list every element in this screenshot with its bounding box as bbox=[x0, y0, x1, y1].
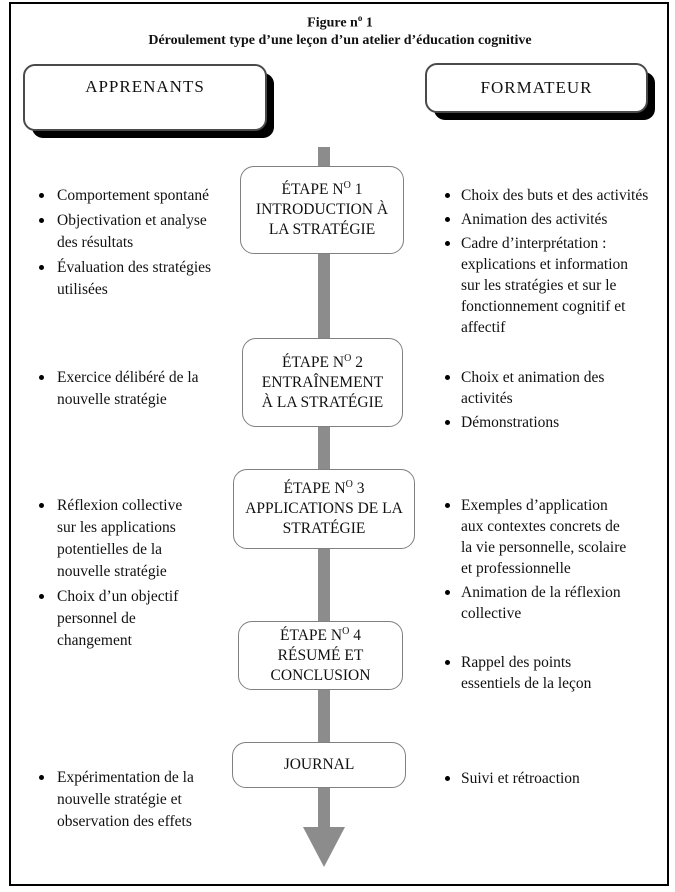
bullet-item: Objectivation et analyse des résultats bbox=[38, 210, 243, 254]
step-4-line3: CONCLUSION bbox=[270, 666, 371, 684]
figure-title: Figure no 1 Déroulement type d’une leçon… bbox=[9, 10, 671, 49]
formateur-step3-list: Exemples d’application aux contextes con… bbox=[444, 495, 662, 624]
step-1-title-text: ÉTAPE N bbox=[281, 181, 344, 198]
step-4-title: ÉTAPE NO 4 bbox=[239, 626, 402, 646]
header-label-formateur: FORMATEUR bbox=[480, 78, 593, 97]
bullet-item: Cadre d’interprétation : explications et… bbox=[444, 233, 662, 338]
bullet-item: Choix des buts et des activités bbox=[444, 185, 662, 206]
step-1-line2: INTRODUCTION À bbox=[255, 201, 389, 218]
formateur-step4-list: Rappel des points essentiels de la leçon bbox=[444, 652, 662, 694]
step-box-journal: JOURNAL bbox=[232, 742, 406, 788]
figure-title-line2: Déroulement type d’une leçon d’un atelie… bbox=[148, 32, 532, 48]
figure-number-superscript: o bbox=[357, 13, 363, 23]
step-3-title-text: ÉTAPE N bbox=[283, 480, 346, 497]
step-1-title-superscript: O bbox=[343, 179, 351, 191]
step-3-title-superscript: O bbox=[345, 478, 353, 490]
figure-border bbox=[9, 2, 669, 886]
step-box-3: ÉTAPE NO 3 APPLICATIONS DE LA STRATÉGIE bbox=[233, 469, 415, 549]
apprenants-step2-list: Exercice délibéré de la nouvelle stratég… bbox=[38, 367, 243, 411]
step-3-title: ÉTAPE NO 3 bbox=[234, 479, 414, 499]
journal-label: JOURNAL bbox=[283, 756, 355, 773]
step-box-2: ÉTAPE NO 2 ENTRAÎNEMENT À LA STRATÉGIE bbox=[242, 338, 403, 427]
flow-arrow-head-icon bbox=[303, 827, 345, 867]
step-3-line3: STRATÉGIE bbox=[282, 520, 366, 537]
bullet-text: Démonstrations bbox=[461, 414, 560, 431]
step-1-number: 1 bbox=[350, 181, 363, 198]
bullet-text: Comportement spontané bbox=[57, 187, 209, 204]
bullet-item: Choix d’un objectif personnel de changem… bbox=[38, 586, 243, 652]
step-2-number: 2 bbox=[351, 353, 363, 371]
step-2-title-text: ÉTAPE N bbox=[282, 353, 345, 371]
bullet-text: Suivi et rétroaction bbox=[461, 770, 580, 787]
step-2-title: ÉTAPE NO 2 bbox=[243, 353, 402, 373]
bullet-text: Évaluation des stratégies utilisées bbox=[57, 259, 212, 298]
apprenants-step3-list: Réflexion collective sur les application… bbox=[38, 495, 243, 652]
bullet-text: Choix et animation des activités bbox=[461, 369, 605, 407]
bullet-item: Rappel des points essentiels de la leçon bbox=[444, 652, 662, 694]
bullet-text: Expérimentation de la nouvelle stratégie… bbox=[57, 769, 194, 830]
bullet-item: Exemples d’application aux contextes con… bbox=[444, 495, 662, 579]
step-2-line2: ENTRAÎNEMENT bbox=[261, 373, 384, 391]
bullet-text: Exercice délibéré de la nouvelle stratég… bbox=[57, 369, 199, 408]
bullet-item: Suivi et rétroaction bbox=[444, 768, 662, 789]
bullet-item: Expérimentation de la nouvelle stratégie… bbox=[38, 767, 243, 833]
step-box-4: ÉTAPE NO 4 RÉSUMÉ ET CONCLUSION bbox=[238, 621, 403, 690]
bullet-text: Exemples d’application aux contextes con… bbox=[461, 497, 627, 577]
bullet-item: Comportement spontané bbox=[38, 185, 243, 207]
step-4-title-superscript: O bbox=[342, 625, 350, 637]
step-3-number: 3 bbox=[352, 480, 365, 497]
header-box-formateur: FORMATEUR bbox=[425, 63, 648, 113]
step-4-line2: RÉSUMÉ ET bbox=[277, 646, 364, 664]
header-label-apprenants: APPRENANTS bbox=[85, 77, 205, 96]
header-box-apprenants: APPRENANTS bbox=[23, 64, 267, 131]
formateur-journal-list: Suivi et rétroaction bbox=[444, 768, 662, 789]
bullet-text: Choix des buts et des activités bbox=[461, 187, 649, 204]
bullet-item: Évaluation des stratégies utilisées bbox=[38, 257, 243, 301]
bullet-text: Réflexion collective sur les application… bbox=[57, 497, 183, 580]
figure-number-text: Figure n bbox=[307, 15, 358, 31]
step-2-line3: À LA STRATÉGIE bbox=[261, 393, 384, 411]
bullet-text: Animation de la réflexion collective bbox=[461, 584, 621, 622]
bullet-text: Choix d’un objectif personnel de changem… bbox=[57, 588, 179, 649]
bullet-item: Réflexion collective sur les application… bbox=[38, 495, 243, 583]
bullet-item: Exercice délibéré de la nouvelle stratég… bbox=[38, 367, 243, 411]
step-1-title: ÉTAPE NO 1 bbox=[241, 180, 403, 200]
step-3-line2: APPLICATIONS DE LA bbox=[245, 500, 403, 517]
step-2-title-superscript: O bbox=[344, 352, 352, 364]
step-box-1: ÉTAPE NO 1 INTRODUCTION À LA STRATÉGIE bbox=[240, 166, 404, 254]
bullet-text: Objectivation et analyse des résultats bbox=[57, 212, 207, 251]
figure-number-value: 1 bbox=[362, 15, 373, 31]
bullet-text: Cadre d’interprétation : explications et… bbox=[461, 235, 629, 336]
bullet-item: Démonstrations bbox=[444, 412, 662, 433]
step-1-line3: LA STRATÉGIE bbox=[268, 221, 376, 238]
bullet-text: Animation des activités bbox=[461, 211, 608, 228]
step-4-title-text: ÉTAPE N bbox=[280, 626, 343, 644]
bullet-item: Animation des activités bbox=[444, 209, 662, 230]
figure-title-line1: Figure no 1 bbox=[9, 10, 671, 32]
bullet-text: Rappel des points essentiels de la leçon bbox=[461, 654, 592, 692]
step-4-number: 4 bbox=[349, 626, 361, 644]
bullet-item: Choix et animation des activités bbox=[444, 367, 662, 409]
bullet-item: Animation de la réflexion collective bbox=[444, 582, 662, 624]
apprenants-journal-list: Expérimentation de la nouvelle stratégie… bbox=[38, 767, 243, 833]
